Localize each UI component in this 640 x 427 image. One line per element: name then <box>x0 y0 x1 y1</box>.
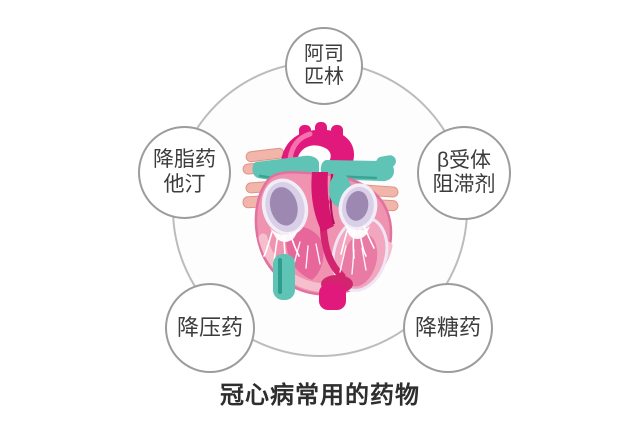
bubble-statin: 降脂药 他汀 <box>138 126 231 219</box>
bubble-beta-blocker: β受体 阻滞剂 <box>417 126 511 220</box>
bottom-aorta-tube <box>319 284 346 310</box>
bubble-aspirin-line1: 阿司 <box>304 43 344 65</box>
bubble-antihypertensive-line1: 降压药 <box>176 315 243 341</box>
page-title: 冠心病常用的药物 <box>220 382 420 409</box>
bubble-aspirin-line2: 匹林 <box>304 66 344 88</box>
heart-illustration <box>242 122 399 310</box>
bubble-statin-line2: 他汀 <box>163 172 206 196</box>
bubble-statin-line1: 降脂药 <box>153 148 216 172</box>
right-atrium <box>338 183 378 231</box>
bubble-aspirin: 阿司 匹林 <box>285 27 363 105</box>
bubble-glucose-lowering: 降糖药 <box>403 283 493 373</box>
left-atrium <box>261 178 309 236</box>
vena-cava <box>273 254 295 300</box>
bubble-beta-blocker-line2: 阻滞剂 <box>432 173 496 196</box>
bubble-beta-blocker-line1: β受体 <box>436 148 492 172</box>
bubble-antihypertensive: 降压药 <box>165 283 255 373</box>
descending-aorta <box>311 172 335 232</box>
bubble-glucose-lowering-line1: 降糖药 <box>414 315 481 341</box>
chordae-strings <box>263 224 375 275</box>
